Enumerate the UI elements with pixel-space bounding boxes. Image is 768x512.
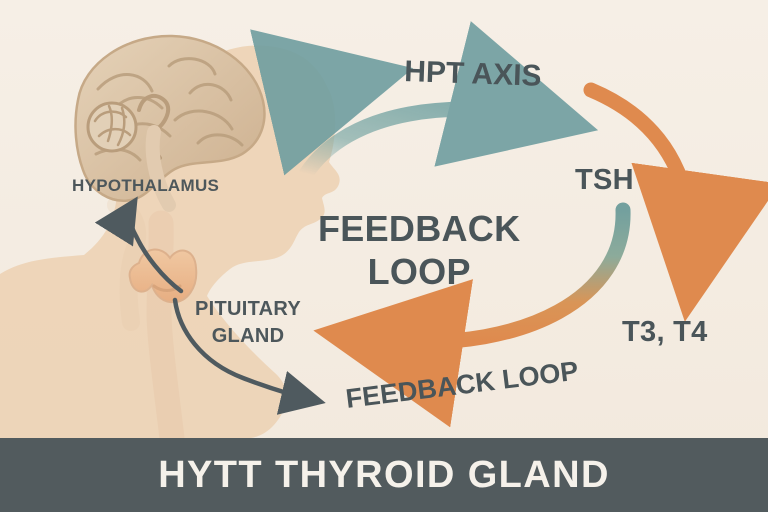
orange-outer-arrow — [583, 82, 768, 322]
footer-bar — [0, 438, 768, 512]
teal-upper-arrow-1 — [250, 29, 414, 176]
feedback-loop-gradient-arrow — [313, 202, 631, 428]
feedback-loop-bottom-label: FEEDBACK LOOP — [344, 356, 580, 414]
pituitary-gland-label: PITUITARY GLAND — [195, 296, 301, 350]
hypothalamus-label: HYPOTHALAMUS — [72, 176, 220, 195]
t3-t4-label: T3, T4 — [622, 316, 708, 348]
pituitary-label-line-2: GLAND — [211, 325, 285, 347]
pituitary-arrow — [172, 297, 326, 415]
tsh-label: TSH — [575, 164, 634, 196]
hpt-axis-label: HPT AXIS — [404, 55, 542, 93]
teal-upper-arrow-2 — [298, 21, 599, 182]
center-feedback-line-2: LOOP — [367, 251, 471, 292]
brain-icon — [74, 34, 266, 212]
center-feedback-line-1: FEEDBACK — [318, 208, 521, 249]
hypothalamus-arrow — [94, 196, 184, 294]
footer-title: HYTT THYROID GLAND — [158, 454, 610, 496]
pituitary-label-line-1: PITUITARY — [195, 298, 302, 320]
center-feedback-loop-label: FEEDBACK LOOP — [318, 207, 520, 293]
